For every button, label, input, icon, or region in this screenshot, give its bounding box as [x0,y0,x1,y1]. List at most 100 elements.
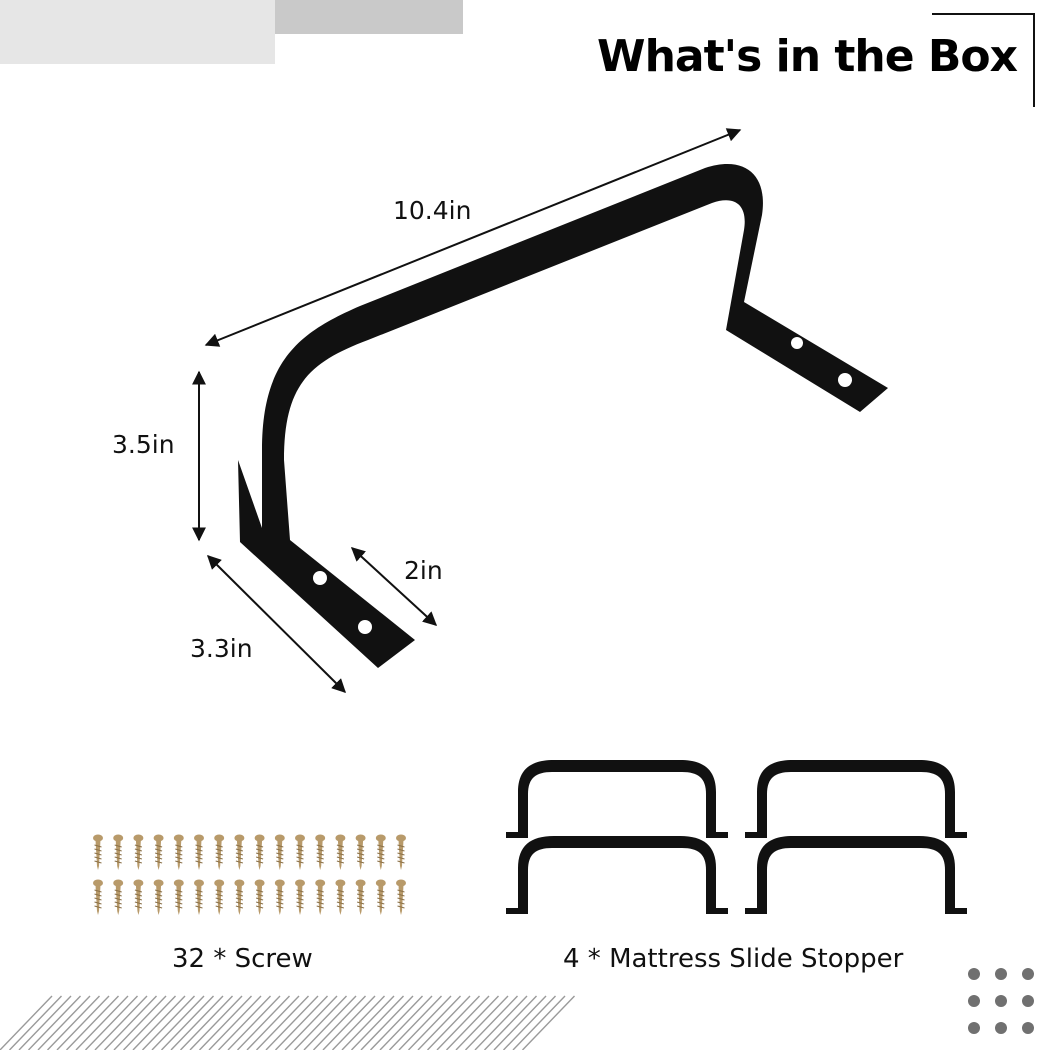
hatch-line [417,995,471,1050]
hatch-line [94,995,148,1050]
screw-icon [295,834,305,870]
dot [995,1022,1007,1034]
screw-icon [234,879,245,915]
screw-icon [194,834,204,870]
hatch-line [37,995,91,1050]
hatch-line [56,995,110,1050]
hatch-line [0,995,53,1050]
width-label: 2in [404,556,443,585]
length-arrow [204,128,742,347]
screw-icon [153,834,164,870]
foot-length-arrow [207,555,346,693]
screw-icon [274,834,285,870]
screw-icon [214,879,225,915]
hatch-line [284,995,338,1050]
hatch-line [436,995,490,1050]
screw-icon [274,879,285,915]
screw-icon [113,879,124,915]
hatch-line [407,995,462,1050]
hatch-line [255,995,310,1050]
hatch-line [388,995,443,1050]
dot [968,995,980,1007]
hatch-line [455,995,509,1050]
hatch-line [27,995,82,1050]
screw-icon [254,834,265,870]
hatch-line [46,995,101,1050]
hatch-line [379,995,433,1050]
decorative-dot-grid [968,968,1034,1034]
hatch-line [246,995,300,1050]
hatch-line [341,995,395,1050]
dot [995,968,1007,980]
hatch-line [217,995,272,1050]
screw-icon [355,834,366,870]
screw-icon [113,834,124,870]
screw-icon [214,834,225,870]
height-label: 3.5in [112,430,175,459]
hatch-line [303,995,357,1050]
hatch-line [208,995,262,1050]
foot-length-label: 3.3in [190,634,253,663]
screw-icon [153,879,164,915]
hatch-line [179,995,234,1050]
screw-icon [234,834,245,870]
hatch-line [151,995,205,1050]
screw-icon [93,834,103,870]
hatch-line [170,995,224,1050]
dot [995,995,1007,1007]
hatch-line [360,995,414,1050]
screw-icon [396,834,406,870]
hatch-line [227,995,281,1050]
screw-icon [295,879,305,915]
screw-icon [93,879,103,915]
decorative-block-dark [275,0,463,34]
decorative-block-light [0,0,275,64]
hatch-line [350,995,405,1050]
dot [1022,995,1034,1007]
screw-icon [254,879,265,915]
hatch-line [369,995,424,1050]
hatch-line [84,995,139,1050]
screw-icon [375,879,386,915]
screw-icon [355,879,366,915]
dot [1022,968,1034,980]
screw-icon [173,879,184,915]
hatch-line [113,995,167,1050]
hatch-line [75,995,129,1050]
hatch-line [483,995,538,1050]
hatch-line [160,995,215,1050]
hatch-line [502,995,557,1050]
screw-icon [194,879,204,915]
hatch-line [189,995,243,1050]
hatch-line [132,995,186,1050]
hatch-line [493,995,547,1050]
hatch-line [474,995,528,1050]
dot [968,1022,980,1034]
hatch-line [18,995,72,1050]
hatch-line [398,995,452,1050]
screw-icon [133,834,144,870]
screw-icon [133,879,144,915]
hatch-line [141,995,196,1050]
hatch-line [103,995,158,1050]
hatch-line [445,995,500,1050]
hatch-line [65,995,120,1050]
hatch-line [8,995,63,1050]
hatch-line [322,995,376,1050]
hatch-line [312,995,367,1050]
screw-icon [335,879,346,915]
dot [1022,1022,1034,1034]
page-title: What's in the Box [597,31,1018,82]
screw-icon [315,879,326,915]
screw-icon [375,834,386,870]
screw-icon [396,879,406,915]
bracket-diagram [192,128,888,693]
hatch-line [265,995,319,1050]
screw-icon [315,834,326,870]
hatch-line [521,995,576,1050]
hatch-line [426,995,481,1050]
title-corner-frame [932,13,1035,107]
width-arrow [350,547,438,626]
